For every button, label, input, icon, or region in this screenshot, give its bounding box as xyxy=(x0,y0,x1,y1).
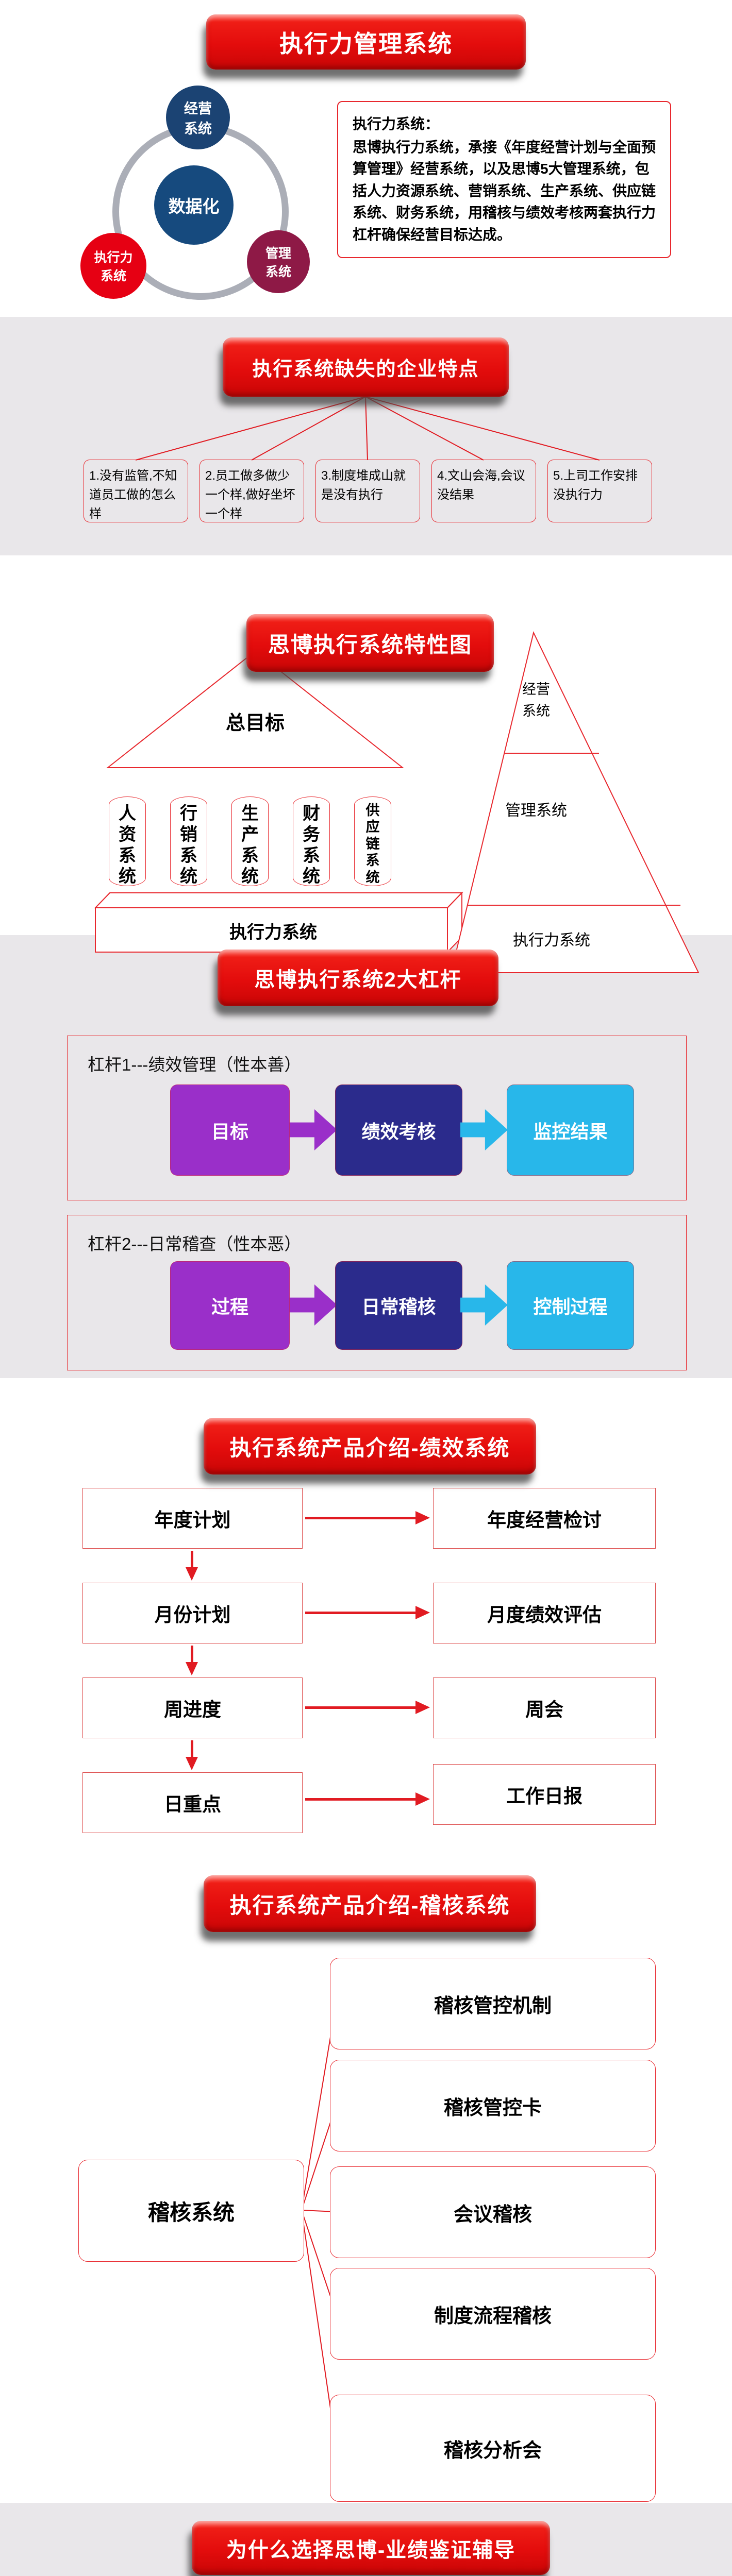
lever1-panel xyxy=(67,1036,687,1200)
pyramid-tier3-label: 执行力系统 xyxy=(513,932,590,949)
lever2-step-process: 过程 xyxy=(170,1261,290,1350)
right-arrow-icon-4 xyxy=(305,1792,430,1806)
section-title-defects: 执行系统缺失的企业特点 xyxy=(223,337,509,397)
defect-box-5: 5.上司工作安排没执行力 xyxy=(547,460,652,522)
pillar-supply-chain-label: 供应链系统 xyxy=(365,803,380,885)
ring-node-business: 经营系统 xyxy=(166,86,230,149)
section-title-performance: 执行系统产品介绍-绩效系统 xyxy=(204,1418,536,1475)
lever1-step-goal: 目标 xyxy=(170,1084,290,1176)
audit-root-box: 稽核系统 xyxy=(78,2160,304,2262)
lever1-label: 杠杆1---绩效管理（性本善） xyxy=(88,1055,302,1074)
right-arrow-icon-3 xyxy=(305,1701,430,1714)
lever1-step-monitor: 监控结果 xyxy=(507,1084,634,1176)
pillar-production-label: 生产系统 xyxy=(241,804,259,887)
pyramid-tier2-label: 管理系统 xyxy=(505,802,567,819)
plan-box-daily: 日重点 xyxy=(82,1772,303,1833)
defect-box-2: 2.员工做多做少一个样,做好坐坏一个样 xyxy=(199,460,304,522)
ring-node-management: 管理系统 xyxy=(247,230,310,293)
plan-box-annual: 年度计划 xyxy=(82,1488,303,1549)
lever2-step-control: 控制过程 xyxy=(507,1261,634,1350)
audit-item-process: 制度流程稽核 xyxy=(330,2268,656,2360)
audit-item-card: 稽核管控卡 xyxy=(330,2060,656,2151)
section-title-feature-map: 思博执行系统特性图 xyxy=(246,614,494,672)
down-arrow-icon-2 xyxy=(186,1646,198,1675)
section-title-why: 为什么选择思博-业绩鉴证辅导 xyxy=(192,2521,550,2575)
lever2-panel xyxy=(67,1215,687,1370)
pillar-hr: 人资系统 xyxy=(109,796,146,886)
section-title-levers: 思博执行系统2大杠杆 xyxy=(218,950,498,1006)
pillar-finance-label: 财务系统 xyxy=(302,804,320,887)
review-box-weekly: 周会 xyxy=(433,1677,656,1738)
ring-node-management-label: 管理系统 xyxy=(265,246,291,279)
audit-item-analysis: 稽核分析会 xyxy=(330,2395,656,2502)
plan-box-monthly: 月份计划 xyxy=(82,1583,303,1643)
section-title-audit-label: 执行系统产品介绍-稽核系统 xyxy=(229,1893,510,1918)
ring-node-dataization: 数据化 xyxy=(154,165,234,245)
section-title-overview-label: 执行力管理系统 xyxy=(279,30,453,57)
right-arrow-icon-2 xyxy=(305,1606,430,1619)
right-arrow-icon-1 xyxy=(305,1511,430,1524)
defect-box-3: 3.制度堆成山就是没有执行 xyxy=(315,460,420,522)
audit-item-meeting: 会议稽核 xyxy=(330,2166,656,2258)
lever1-step-assessment: 绩效考核 xyxy=(335,1084,462,1176)
audit-item-mechanism: 稽核管控机制 xyxy=(330,1958,656,2049)
pillar-hr-label: 人资系统 xyxy=(118,804,136,887)
pillar-marketing: 行销系统 xyxy=(170,796,207,886)
lever2-label: 杠杆2---日常稽查（性本恶） xyxy=(88,1234,302,1253)
lever2-step-daily-audit: 日常稽核 xyxy=(335,1261,462,1350)
plan-box-weekly: 周进度 xyxy=(82,1677,303,1738)
section-title-why-label: 为什么选择思博-业绩鉴证辅导 xyxy=(226,2538,516,2562)
defect-box-1: 1.没有监管,不知道员工做的怎么样 xyxy=(84,460,188,522)
temple-base-label: 执行力系统 xyxy=(229,923,317,942)
ring-node-dataization-label: 数据化 xyxy=(168,197,220,216)
down-arrow-icon-1 xyxy=(186,1551,198,1581)
section-title-feature-map-label: 思博执行系统特性图 xyxy=(268,632,472,657)
review-box-daily: 工作日报 xyxy=(433,1764,656,1825)
review-box-annual: 年度经营检讨 xyxy=(433,1488,656,1549)
ring-node-execution: 执行力系统 xyxy=(80,233,146,299)
pyramid-tier1-label: 经营系统 xyxy=(522,682,550,719)
section-title-levers-label: 思博执行系统2大杠杆 xyxy=(254,969,462,991)
pillar-finance: 财务系统 xyxy=(293,796,330,886)
pillar-production: 生产系统 xyxy=(231,796,269,886)
execution-system-info-box: 执行力系统： 思博执行力系统，承接《年度经营计划与全面预算管理》经营系统，以及思… xyxy=(337,101,671,259)
section-title-overview: 执行力管理系统 xyxy=(206,14,526,70)
info-box-body: 思博执行力系统，承接《年度经营计划与全面预算管理》经营系统，以及思博5大管理系统… xyxy=(353,139,656,243)
defect-box-4: 4.文山会海,会议没结果 xyxy=(431,460,536,522)
section-title-audit: 执行系统产品介绍-稽核系统 xyxy=(204,1875,536,1932)
section-title-performance-label: 执行系统产品介绍-绩效系统 xyxy=(229,1435,510,1460)
ring-node-business-label: 经营系统 xyxy=(184,101,212,137)
down-arrow-icon-3 xyxy=(186,1740,198,1770)
temple-roof-label: 总目标 xyxy=(225,713,285,734)
ring-node-execution-label: 执行力系统 xyxy=(94,250,133,283)
review-box-monthly: 月度绩效评估 xyxy=(433,1583,656,1643)
info-box-title: 执行力系统： xyxy=(353,116,440,132)
pillar-marketing-label: 行销系统 xyxy=(179,804,197,887)
section-title-defects-label: 执行系统缺失的企业特点 xyxy=(252,359,479,380)
pillar-supply-chain: 供应链系统 xyxy=(354,796,391,886)
